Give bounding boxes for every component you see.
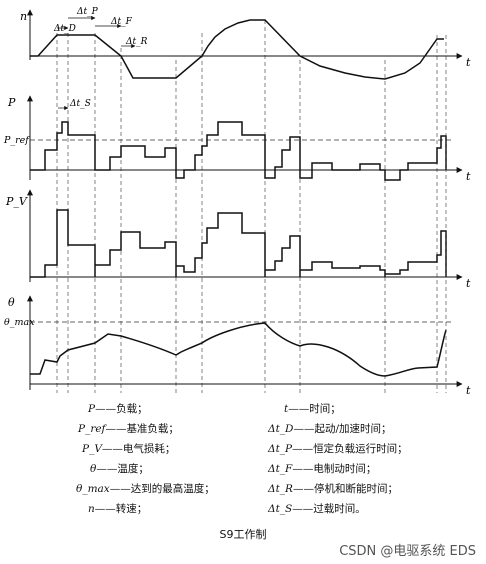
legend-item: Δt_F——电制动时间； [268,463,377,475]
temp-axis-label: θ [8,296,15,309]
power-panel: P t P_ref Δt_S [3,95,471,183]
legend-item: P——负载； [88,403,148,415]
dtS-label: Δt_S [69,99,91,109]
watermark: CSDN @电驱系统 EDS [339,544,476,559]
dtR-label: Δt_R [125,37,148,47]
power-t-label: t [466,170,471,183]
loss-curve [30,209,447,278]
power-curve [30,121,447,181]
legend-item: θ_max——达到的最高温度； [76,483,215,495]
legend-item: n——转速； [88,503,148,515]
loss-panel: P_V t [5,189,471,290]
speed-t-label: t [466,56,471,69]
figure-caption: S9工作制 [219,528,267,541]
loss-t-label: t [466,277,471,290]
theta-max-label: θ_max [4,317,35,328]
temp-panel: θ t θ_max [4,295,471,397]
dtD-label: Δt_D [53,24,76,34]
loss-axis-label: P_V [5,195,28,208]
dtP-label: Δt_P [76,7,99,17]
dashed-guides [56,20,438,393]
speed-axis-label: n [20,10,27,23]
legend-item: Δt_R——停机和断能时间； [268,483,398,495]
legend-item: t——时间； [284,403,341,415]
legend-item: Δt_P——恒定负载运行时间； [268,443,408,455]
legend-item: P_V——电气损耗； [82,443,176,455]
temperature-curve [30,322,447,377]
legend-item: θ——温度； [90,463,149,475]
speed-curve [30,19,444,80]
pref-label: P_ref [3,135,30,146]
speed-panel: n t Δt_D Δt_P Δt_F Δt_R [20,7,471,80]
legend-item: P_ref——基准负载； [78,423,179,435]
legend-item: Δt_D——起动/加速时间； [268,423,392,435]
dtF-label: Δt_F [110,17,133,27]
temp-t-label: t [466,384,471,397]
power-axis-label: P [7,96,16,109]
legend-item: Δt_S——过载时间。 [268,503,366,515]
